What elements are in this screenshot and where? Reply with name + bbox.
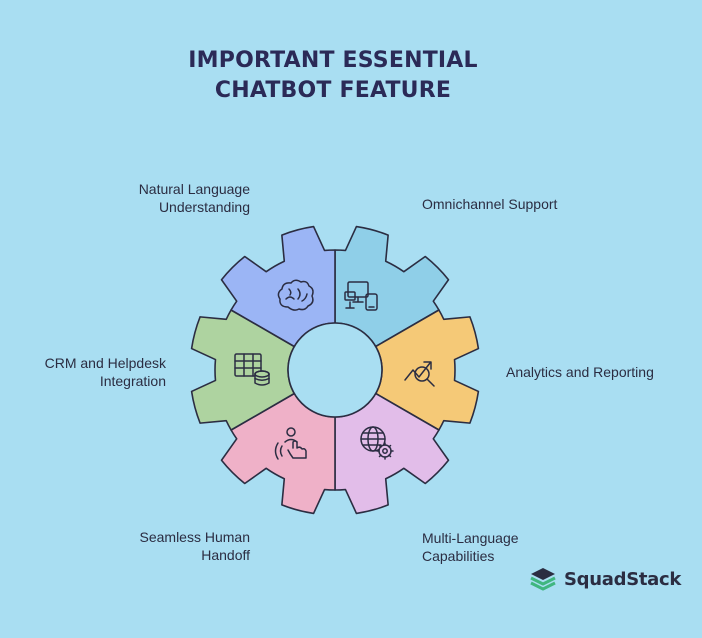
database-table-icon — [234, 353, 270, 386]
human-handoff-icon — [274, 427, 307, 460]
gear-hub — [287, 322, 383, 418]
label-omnichannel-support: Omnichannel Support — [422, 196, 558, 212]
label-human-handoff: Seamless Human Handoff — [139, 529, 251, 563]
title-line-2: CHATBOT FEATURE — [214, 78, 452, 103]
brand-name: SquadStack — [564, 568, 682, 590]
title-line-1: IMPORTANT ESSENTIAL — [188, 48, 478, 73]
brain-icon — [277, 279, 314, 311]
label-analytics-reporting: Analytics and Reporting — [506, 364, 654, 380]
globe-gear-icon — [360, 426, 394, 460]
brand-logo: SquadStack — [530, 566, 681, 592]
diagram-title: IMPORTANT ESSENTIAL CHATBOT FEATURE — [133, 46, 533, 106]
label-natural-language: Natural Language Understanding — [138, 181, 250, 215]
label-multi-language: Multi-Language Capabilities — [422, 530, 519, 564]
analytics-icon — [404, 361, 435, 387]
label-crm-helpdesk: CRM and Helpdesk Integration — [44, 355, 166, 389]
devices-icon — [344, 281, 378, 311]
squadstack-logo-icon — [530, 568, 556, 591]
